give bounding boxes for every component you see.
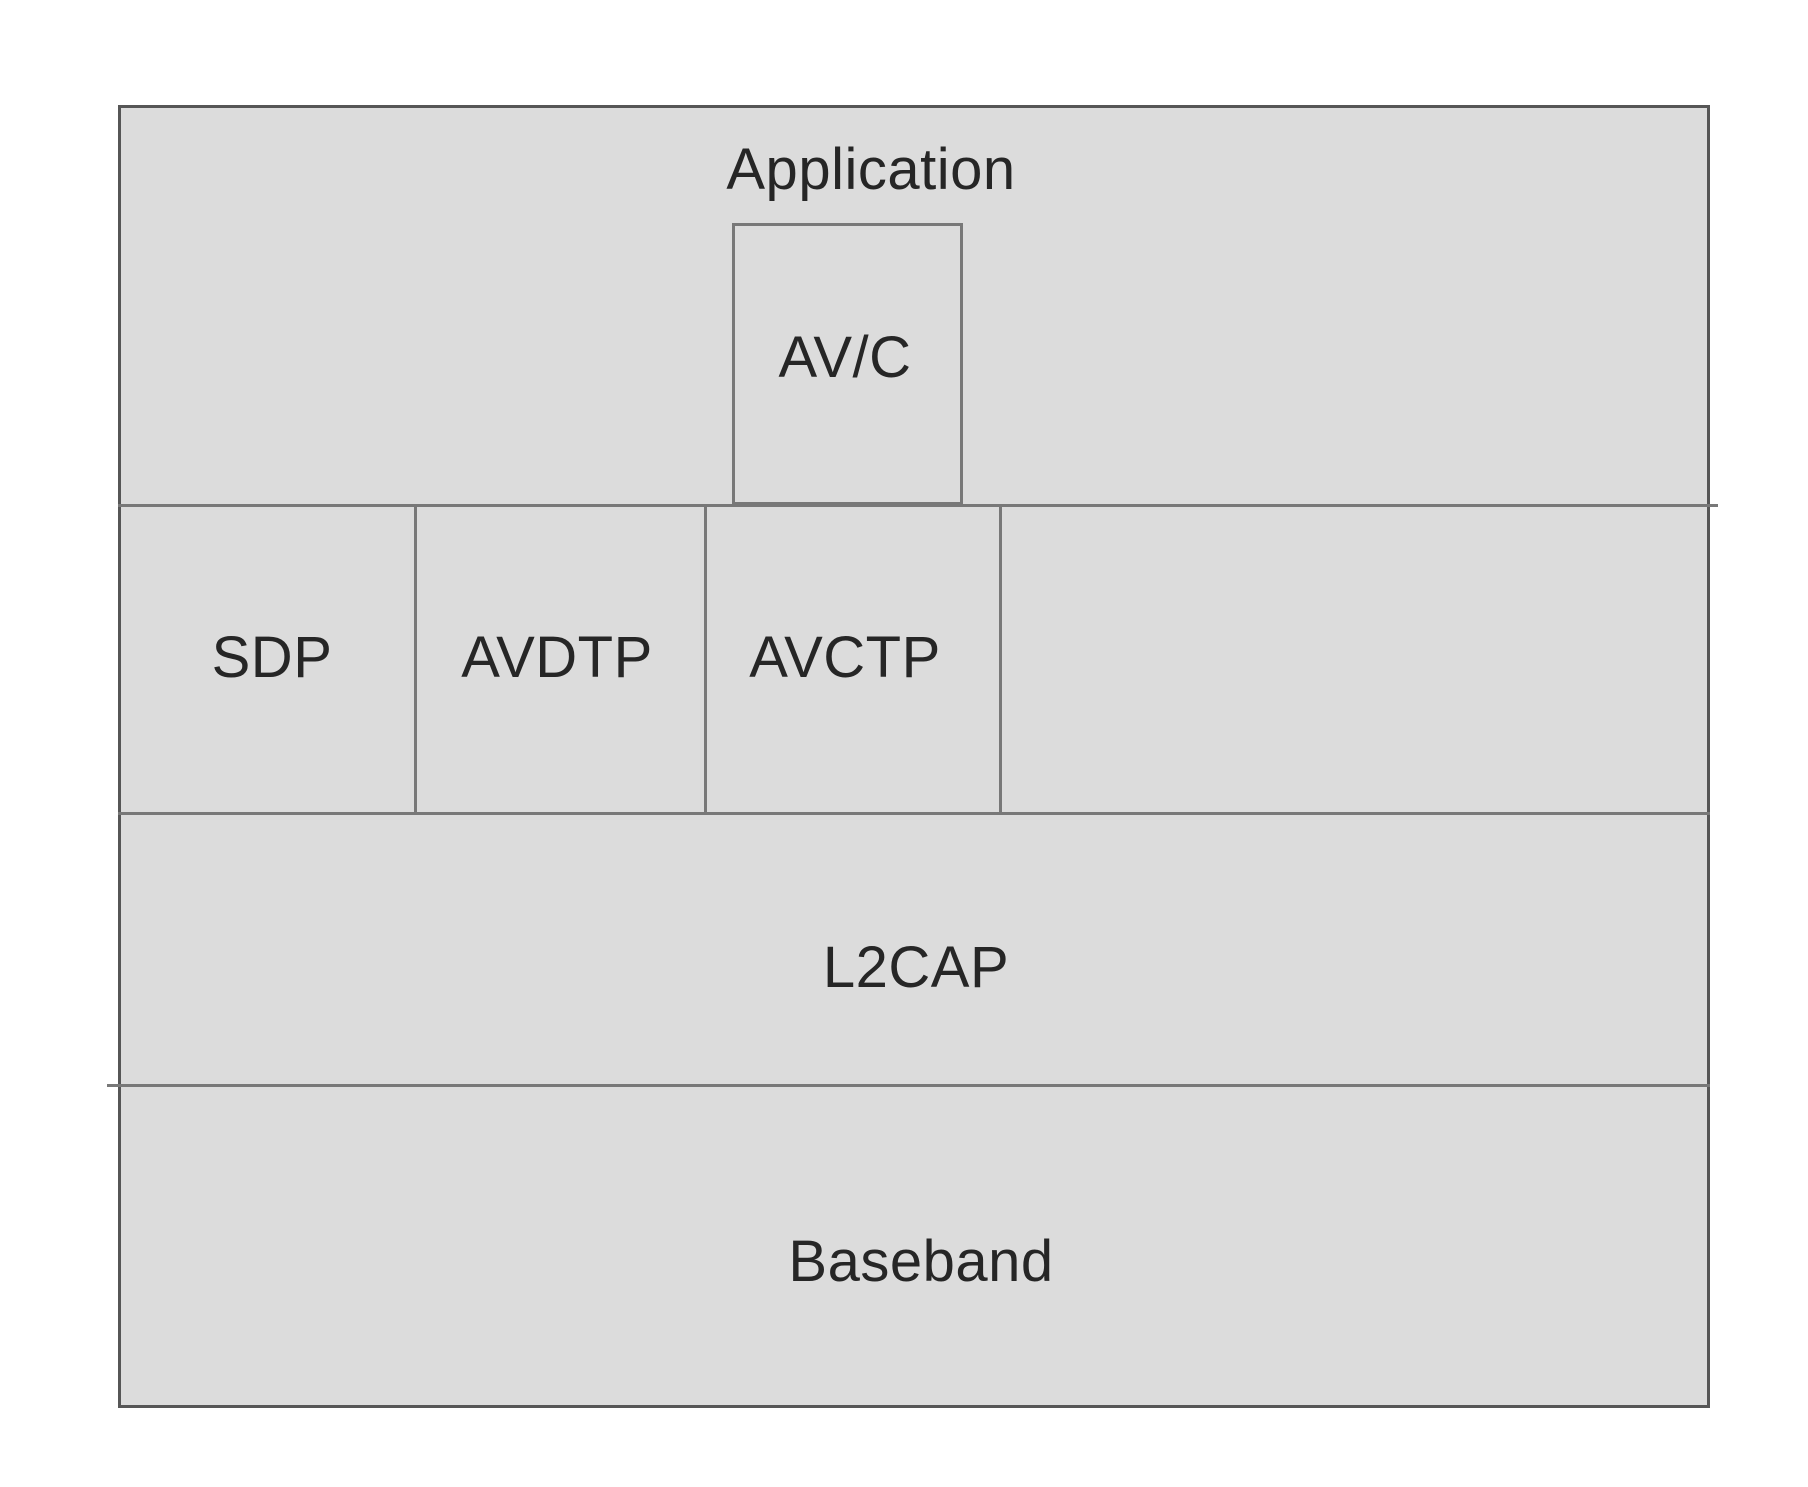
l2cap-baseband-divider bbox=[107, 1084, 1710, 1087]
sdp-box-label: SDP bbox=[211, 625, 333, 691]
avc-label: AV/C bbox=[778, 325, 912, 391]
protocol-row-bottom-divider bbox=[118, 812, 1710, 815]
protocol-row-top-divider bbox=[118, 504, 1718, 507]
avdtp-box-label: AVDTP bbox=[461, 625, 653, 691]
avctp-right-edge bbox=[999, 505, 1002, 813]
avc-box bbox=[732, 223, 963, 505]
avdtp-avctp-divider bbox=[704, 505, 707, 813]
sdp-avdtp-divider bbox=[414, 505, 417, 813]
l2cap-layer-label: L2CAP bbox=[822, 935, 1010, 1001]
avctp-box-label: AVCTP bbox=[749, 625, 941, 691]
application-layer-label: Application bbox=[726, 137, 1016, 203]
baseband-layer-label: Baseband bbox=[788, 1229, 1054, 1295]
